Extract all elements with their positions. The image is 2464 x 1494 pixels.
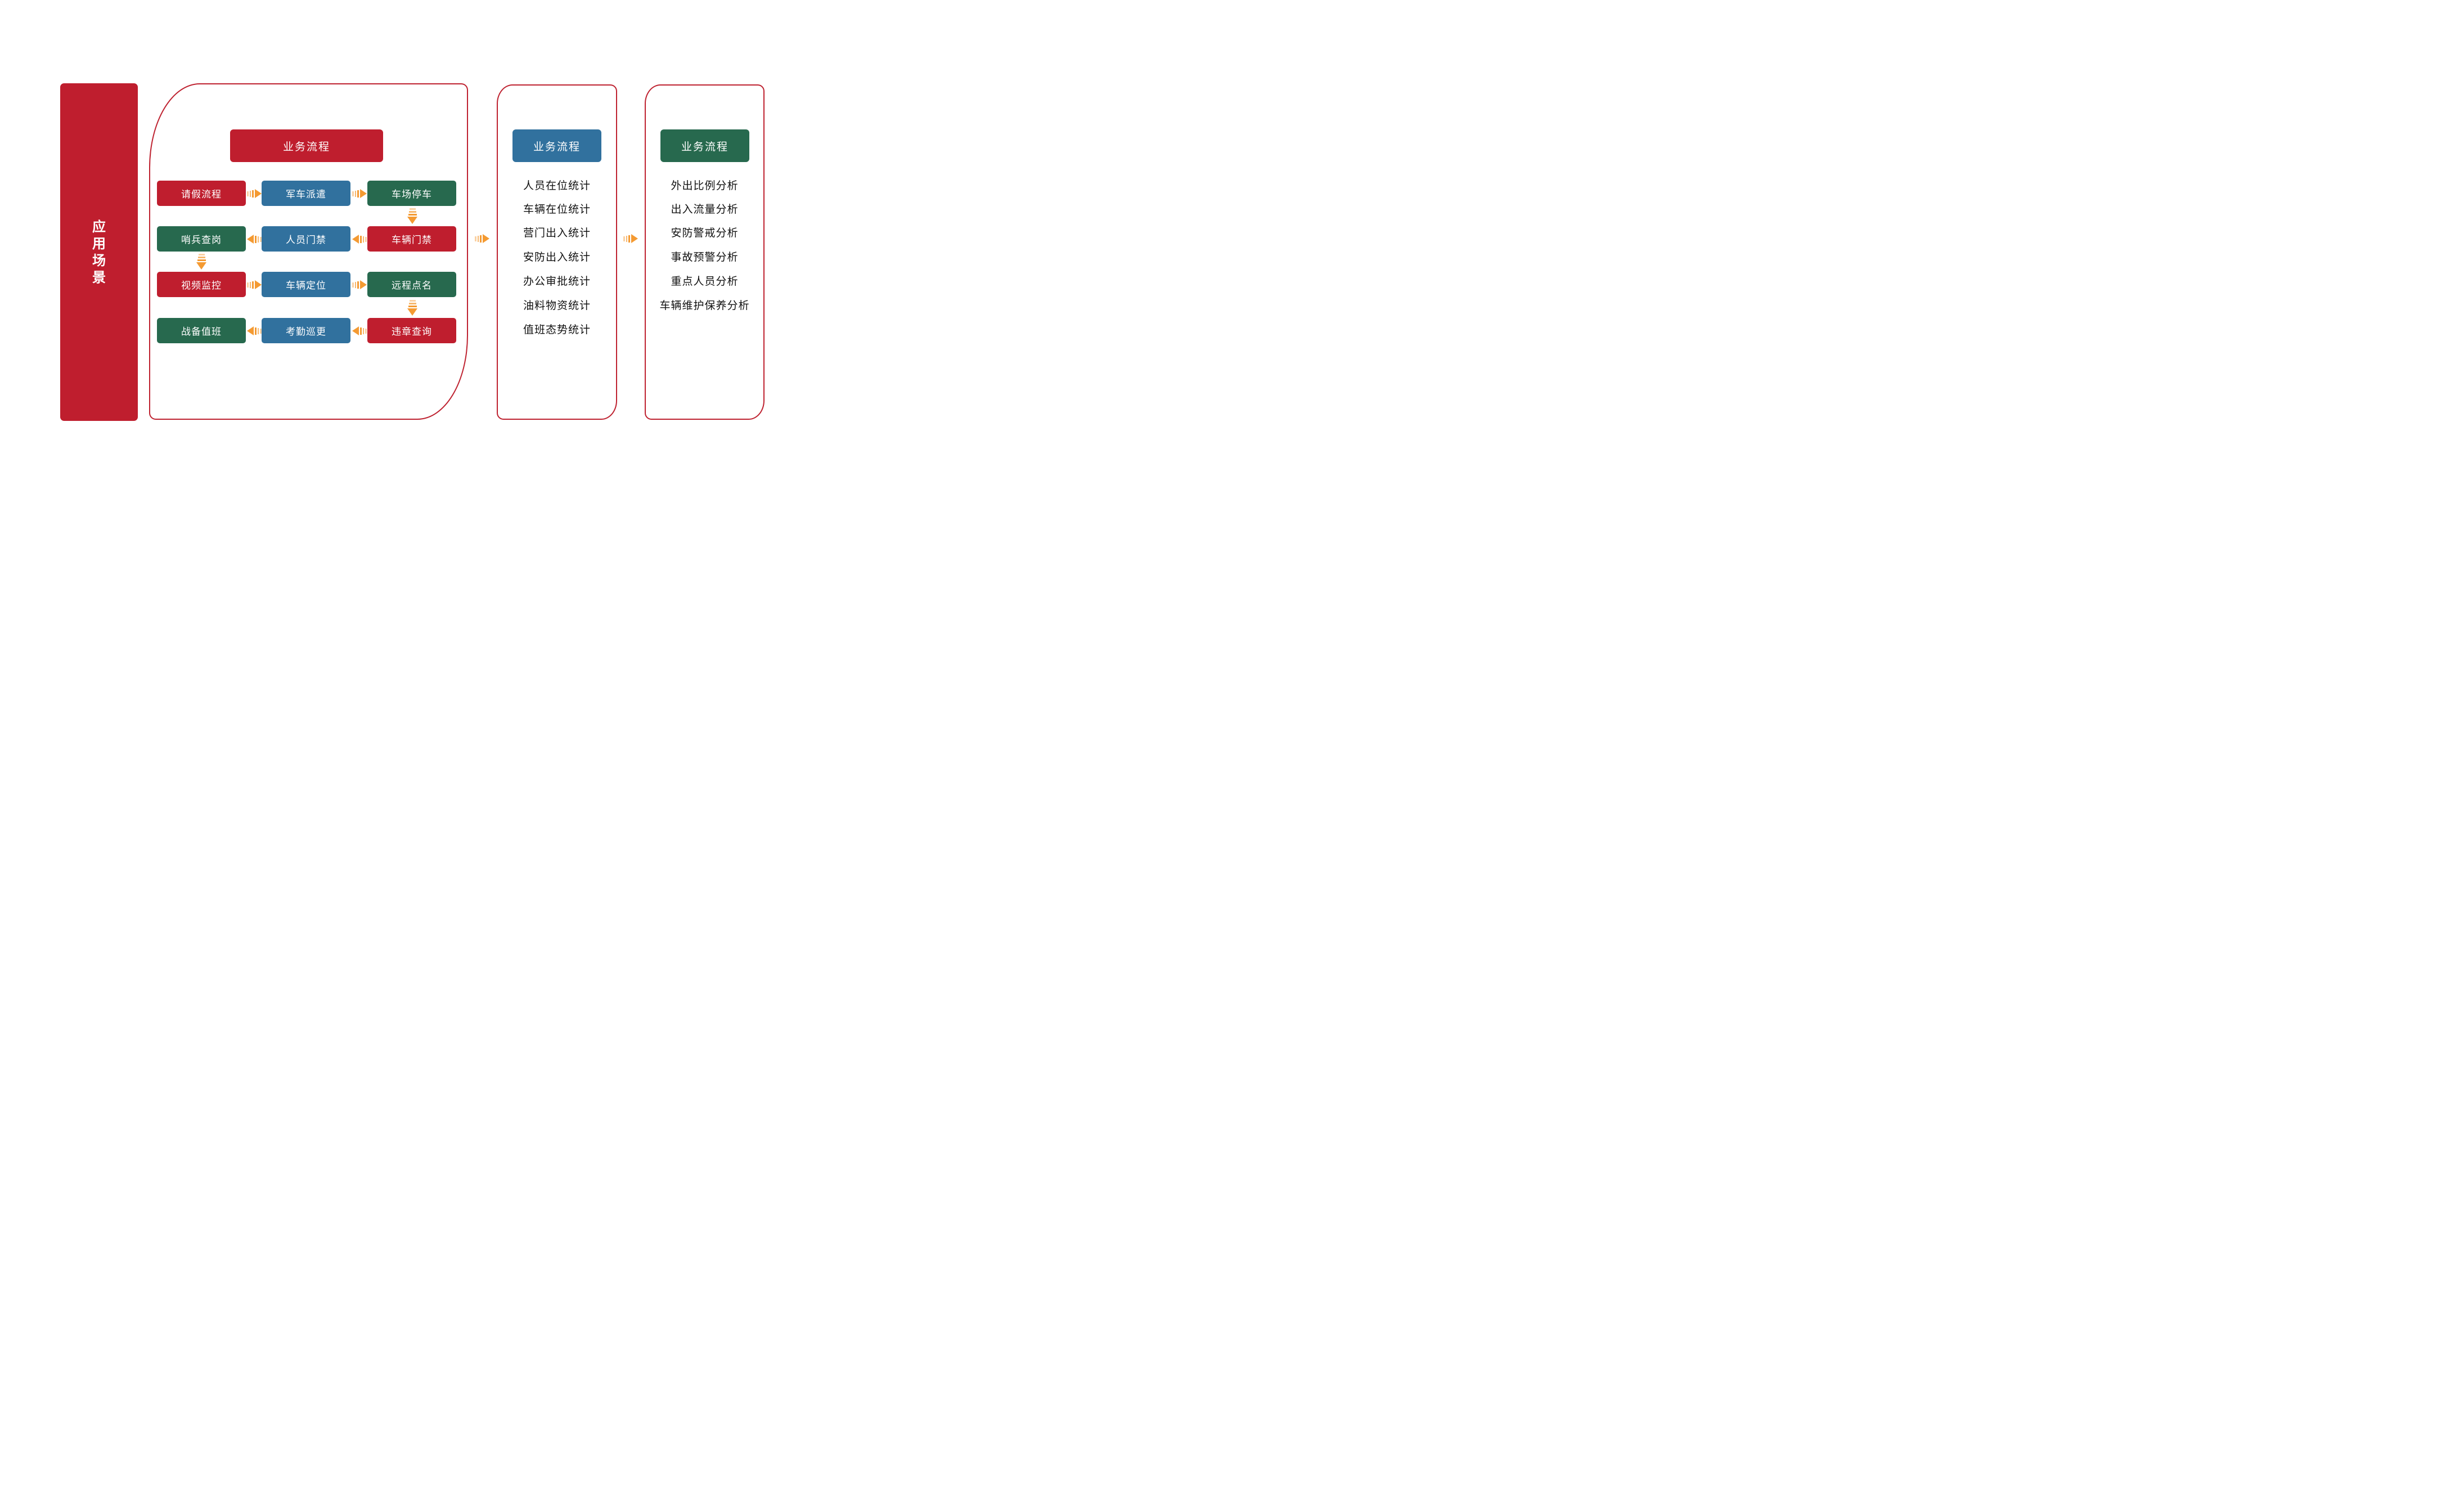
flow-box: 车场停车 bbox=[367, 181, 456, 206]
arrow-stripe bbox=[255, 235, 257, 243]
arrow-stripe bbox=[252, 281, 254, 289]
arrow-head bbox=[360, 280, 367, 289]
arrow-stripe bbox=[409, 208, 416, 210]
arrow-stripe bbox=[360, 235, 362, 243]
arrow-head bbox=[360, 189, 367, 198]
flow-arrow-left-icon bbox=[352, 234, 367, 244]
arrow-stripe bbox=[354, 281, 357, 288]
sidebar-label-char: 场 bbox=[92, 253, 106, 268]
arrow-stripe bbox=[623, 236, 625, 241]
panel-flow-arrow-icon bbox=[623, 234, 639, 244]
arrow-stripe bbox=[197, 257, 205, 258]
arrow-stripe bbox=[365, 236, 367, 242]
arrow-stripe bbox=[249, 281, 251, 288]
flow-arrow-left-icon bbox=[247, 326, 262, 336]
analysis-list-item: 事故预警分析 bbox=[671, 252, 739, 263]
flow-box: 远程点名 bbox=[367, 272, 456, 297]
arrow-stripe bbox=[198, 254, 205, 255]
stats-list-item: 办公审批统计 bbox=[523, 276, 591, 288]
flow-box: 车辆门禁 bbox=[367, 226, 456, 252]
arrow-stripe bbox=[409, 300, 416, 302]
arrow-stripe bbox=[408, 303, 416, 304]
flow-box: 军车派遣 bbox=[262, 181, 350, 206]
arrow-head bbox=[196, 262, 206, 270]
stats-list-item: 人员在位统计 bbox=[523, 180, 591, 192]
flow-arrow-right-icon bbox=[352, 189, 367, 199]
arrow-stripe bbox=[354, 190, 357, 197]
flow-arrow-right-icon bbox=[247, 280, 262, 290]
flow-arrow-right-icon bbox=[352, 280, 367, 290]
arrow-head bbox=[255, 280, 262, 289]
flow-box: 人员门禁 bbox=[262, 226, 350, 252]
flow-box: 战备值班 bbox=[157, 318, 246, 343]
arrow-stripe bbox=[197, 259, 206, 261]
stats-panel-header: 业务流程 bbox=[512, 129, 601, 162]
flow-box: 视频监控 bbox=[157, 272, 246, 297]
analysis-list-item: 重点人员分析 bbox=[671, 276, 739, 288]
flow-arrow-down-icon bbox=[407, 207, 418, 225]
arrow-stripe bbox=[260, 236, 262, 242]
sidebar-label-char: 用 bbox=[92, 236, 106, 252]
analysis-list-item: 安防警戒分析 bbox=[671, 227, 739, 239]
analysis-list-item: 外出比例分析 bbox=[671, 180, 739, 192]
arrow-head bbox=[483, 234, 490, 243]
arrow-stripe bbox=[247, 282, 249, 288]
arrow-stripe bbox=[360, 327, 362, 335]
arrow-stripe bbox=[260, 328, 262, 334]
arrow-stripe bbox=[357, 281, 359, 289]
analysis-panel-header: 业务流程 bbox=[660, 129, 749, 162]
arrow-stripe bbox=[408, 211, 416, 213]
stats-list-item: 安防出入统计 bbox=[523, 252, 591, 263]
flow-arrow-down-icon bbox=[196, 253, 207, 271]
arrow-head bbox=[631, 234, 639, 243]
arrow-stripe bbox=[352, 282, 354, 288]
flow-arrow-right-icon bbox=[247, 189, 262, 199]
arrow-stripe bbox=[255, 327, 257, 335]
arrow-stripe bbox=[247, 191, 249, 196]
arrow-stripe bbox=[357, 190, 359, 198]
flow-panel-header: 业务流程 bbox=[230, 129, 383, 162]
sidebar-label-char: 应 bbox=[92, 219, 106, 235]
stats-list-item: 油料物资统计 bbox=[523, 300, 591, 312]
arrow-stripe bbox=[626, 235, 628, 242]
stats-list-item: 值班态势统计 bbox=[523, 324, 591, 336]
flow-arrow-down-icon bbox=[407, 299, 418, 317]
flow-box: 违章查询 bbox=[367, 318, 456, 343]
arrow-head bbox=[255, 189, 262, 198]
arrow-head bbox=[247, 235, 254, 244]
arrow-head bbox=[352, 235, 359, 244]
arrow-stripe bbox=[249, 190, 251, 197]
arrow-stripe bbox=[628, 235, 631, 243]
panel-flow-arrow-icon bbox=[475, 234, 490, 244]
arrow-stripe bbox=[257, 236, 259, 243]
flow-box: 考勤巡更 bbox=[262, 318, 350, 343]
arrow-stripe bbox=[352, 191, 354, 196]
sidebar-label-char: 景 bbox=[92, 270, 106, 285]
flow-box: 哨兵查岗 bbox=[157, 226, 246, 252]
arrow-stripe bbox=[252, 190, 254, 198]
slide-canvas: 应 用 场 景 业务流程 业务流程 业务流程 请假流程 军车派遣 车场停车 哨兵… bbox=[0, 0, 821, 498]
stats-list-item: 车辆在位统计 bbox=[523, 204, 591, 216]
analysis-list-item: 出入流量分析 bbox=[671, 204, 739, 216]
arrow-stripe bbox=[475, 236, 476, 241]
arrow-stripe bbox=[480, 235, 482, 243]
arrow-head bbox=[407, 217, 417, 224]
arrow-stripe bbox=[362, 327, 365, 334]
arrow-head bbox=[407, 308, 417, 316]
flow-arrow-left-icon bbox=[247, 234, 262, 244]
arrow-stripe bbox=[477, 235, 479, 242]
arrow-stripe bbox=[257, 327, 259, 334]
arrow-stripe bbox=[408, 214, 417, 216]
arrow-head bbox=[247, 326, 254, 335]
arrow-stripe bbox=[362, 236, 365, 243]
flow-arrow-left-icon bbox=[352, 326, 367, 336]
arrow-stripe bbox=[365, 328, 367, 334]
stats-list-item: 营门出入统计 bbox=[523, 227, 591, 239]
flow-box: 请假流程 bbox=[157, 181, 246, 206]
arrow-head bbox=[352, 326, 359, 335]
flow-box: 车辆定位 bbox=[262, 272, 350, 297]
analysis-list-item: 车辆维护保养分析 bbox=[659, 300, 750, 312]
arrow-stripe bbox=[408, 306, 417, 307]
scenario-sidebar: 应 用 场 景 bbox=[60, 83, 138, 421]
